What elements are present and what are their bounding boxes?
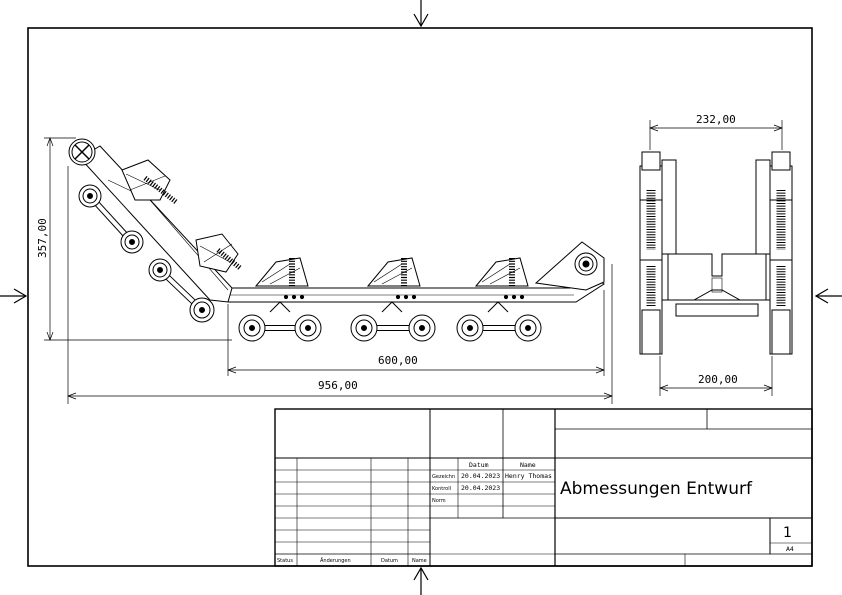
kontroll-date: 20.04.2023 (461, 484, 500, 492)
sheet-number: 1 (783, 525, 792, 541)
drawing-title: Abmessungen Entwurf (560, 479, 753, 499)
dim-height-357: 357,00 (36, 218, 49, 258)
row-label-kontroll: Kontroll (432, 486, 451, 492)
front-view (639, 151, 793, 355)
dim-width-200: 200,00 (698, 373, 738, 386)
col-header-name: Name (520, 461, 536, 469)
dim-length-956: 956,00 (318, 379, 358, 392)
col-header-datum: Datum (469, 461, 489, 469)
row-label-norm: Norm (432, 498, 446, 504)
rev-header-status: Status (277, 558, 293, 564)
gezeichn-date: 20.04.2023 (461, 472, 500, 480)
side-view (68, 138, 605, 342)
rev-header-datum: Datum (381, 558, 398, 564)
title-block (274, 408, 813, 567)
sheet-format: A4 (786, 545, 794, 553)
dim-width-232: 232,00 (696, 113, 736, 126)
dimension-lines (44, 120, 783, 404)
rev-header-aenderungen: Änderungen (320, 557, 351, 564)
rev-header-name: Name (412, 558, 427, 564)
row-label-gezeichn: Gezeichn (432, 474, 455, 480)
gezeichn-name: Henry Thomas (505, 472, 552, 480)
dim-length-600: 600,00 (378, 354, 418, 367)
